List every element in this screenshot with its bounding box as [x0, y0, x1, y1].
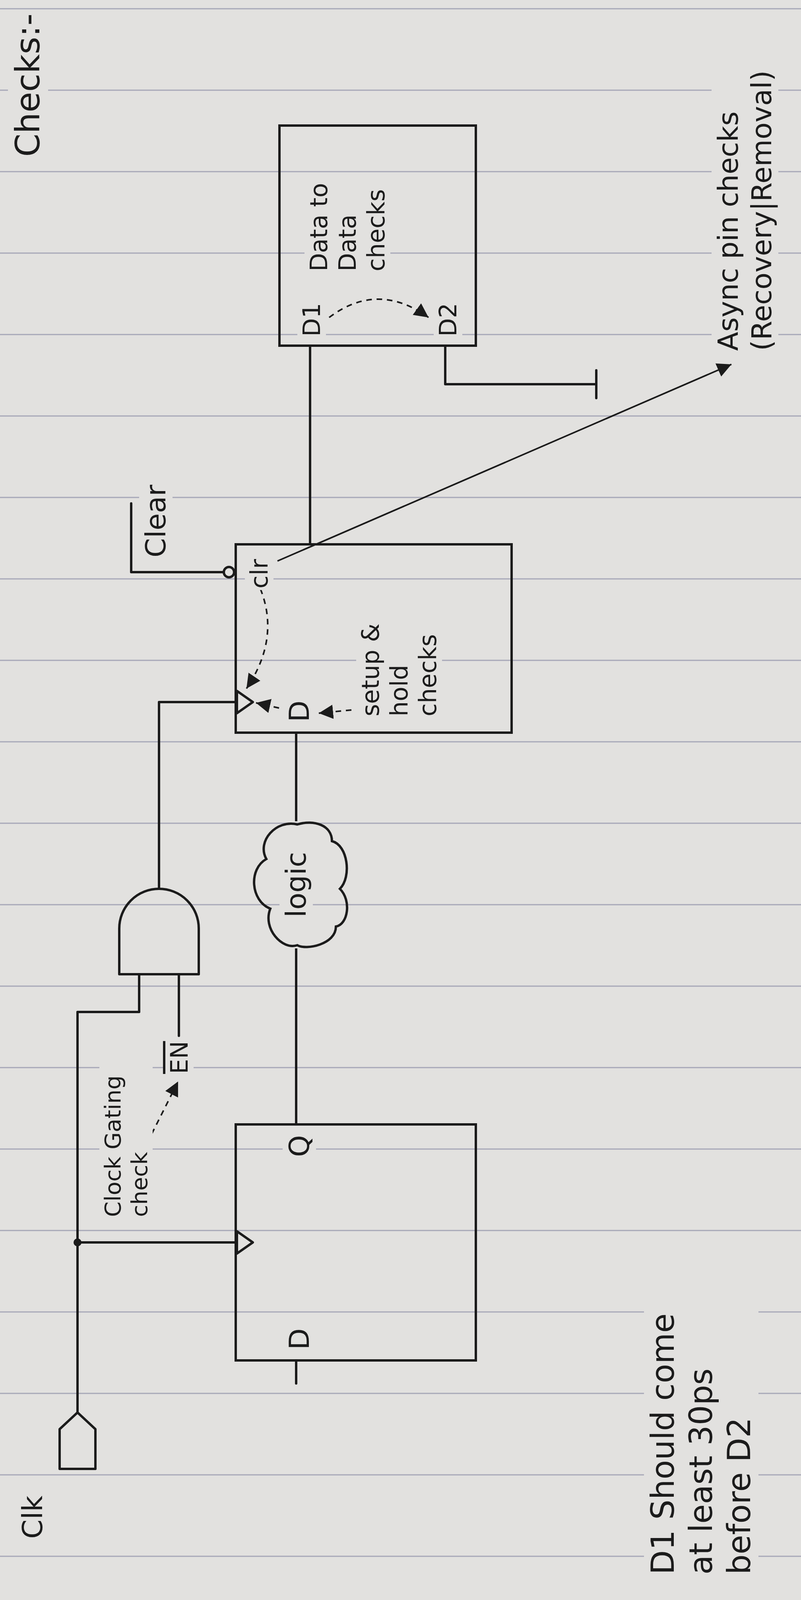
dashed-arrow [246, 589, 268, 689]
d-input-wire [294, 1362, 298, 1385]
pin-name: D [282, 1327, 317, 1352]
ruled-line [0, 986, 801, 988]
signal-name: Clear [139, 483, 173, 560]
ruled-line [0, 171, 801, 173]
ruled-line [0, 252, 801, 255]
clock-port [59, 1413, 96, 1470]
note-text: Async pin checks (Recovery|Removal) [711, 23, 779, 353]
cell-box: D1 Data to Data checksD2 [278, 124, 478, 348]
gated-clock-wire [159, 702, 235, 890]
ruled-line [0, 578, 801, 580]
ruled-line [0, 904, 801, 906]
leader-arrow [277, 364, 732, 562]
dashed-arrow [256, 703, 280, 709]
flip-flop-box: clrDsetup & hold checks [234, 543, 513, 735]
clock-pin-symbol [236, 1231, 253, 1255]
ruled-line [0, 823, 801, 825]
inversion-bubble [223, 567, 235, 578]
ruled-line [0, 8, 801, 10]
pin-name: D [282, 699, 317, 724]
wire [308, 347, 312, 544]
ruled-line [0, 89, 801, 92]
ruled-line [0, 1230, 801, 1232]
note-text: Clock Gating check [99, 1033, 153, 1220]
check-note: setup & hold checks [356, 595, 443, 719]
cloud-label: logic [279, 850, 313, 920]
page-heading: Checks:- [7, 11, 49, 159]
dashed-arrow [329, 299, 429, 318]
d2-wire [445, 347, 597, 385]
wire-end [595, 370, 598, 399]
pin-name: clr [244, 557, 274, 591]
wire [294, 948, 298, 1124]
signal-name: Clk [15, 1494, 50, 1542]
flip-flop-box: DQ [234, 1123, 478, 1363]
ruled-line [0, 334, 801, 336]
check-note: Data to Data checks [304, 174, 391, 274]
pin-name: D1 [297, 301, 326, 339]
pin-name: D2 [433, 301, 463, 339]
clock-branch-wire [77, 1241, 235, 1245]
ruled-line [0, 415, 801, 417]
clock-pin-symbol [236, 691, 253, 714]
junction-dot [73, 1239, 82, 1248]
wire [294, 734, 298, 822]
ruled-line [0, 497, 801, 499]
and-gate-symbol [119, 889, 199, 975]
dashed-arrow [318, 710, 352, 714]
ruled-line [0, 741, 801, 743]
pin-name: Q [282, 1134, 317, 1160]
logic-cloud: logic [238, 821, 354, 949]
cloud-shape [254, 822, 348, 948]
signal-name: EN [164, 1039, 194, 1077]
note-text: D1 Should come at least 30ps before D2 [643, 1271, 759, 1577]
enable-wire [177, 974, 181, 1037]
